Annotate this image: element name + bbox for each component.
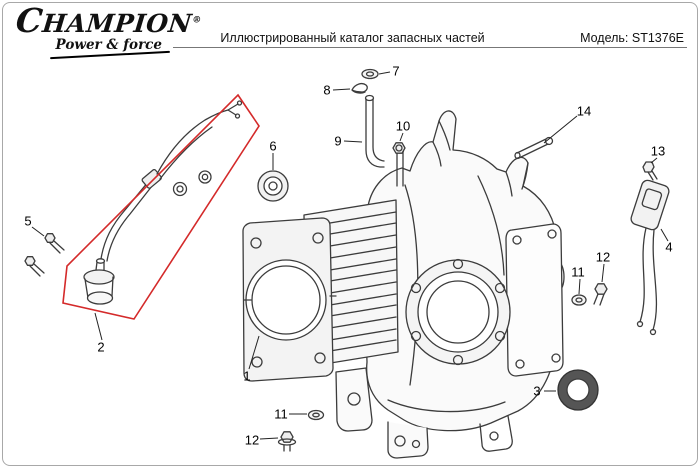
mounting-feet — [335, 367, 513, 459]
leader-line-13 — [650, 157, 658, 164]
ignition-coil — [630, 179, 670, 336]
part-callout-11[interactable]: 11 — [571, 264, 585, 280]
leader-line-14 — [543, 115, 578, 144]
bolt-12-right — [593, 283, 608, 306]
bearing — [257, 170, 289, 202]
part-callout-4[interactable]: 4 — [665, 239, 673, 255]
leader-line-9 — [343, 140, 363, 143]
leader-line-4 — [660, 228, 669, 242]
washer-11-bottom — [307, 409, 325, 421]
highlight-outline — [62, 93, 260, 320]
leader-line-11 — [578, 278, 581, 295]
part-callout-5[interactable]: 5 — [24, 213, 32, 229]
part-callout-1[interactable]: 1 — [243, 368, 251, 384]
part-callout-6[interactable]: 6 — [269, 138, 277, 154]
oil-tube — [364, 94, 385, 168]
part-callout-13[interactable]: 13 — [650, 143, 666, 159]
crank-bore — [405, 258, 511, 366]
nut — [392, 142, 406, 154]
part-callout-12[interactable]: 12 — [595, 249, 611, 265]
model-label: Модель: ST1376E — [580, 31, 684, 45]
leader-line-12 — [259, 437, 279, 440]
champion-logo: CHAMPION® Power & force — [14, 1, 202, 59]
leader-lines — [31, 71, 669, 440]
washer-11-right — [571, 294, 587, 306]
leader-line-10 — [399, 132, 404, 142]
clip-pin — [351, 83, 368, 94]
part-callout-2[interactable]: 2 — [97, 339, 105, 355]
part-callout-14[interactable]: 14 — [576, 103, 592, 119]
leader-line-2 — [94, 312, 103, 341]
leader-line-1 — [248, 335, 260, 370]
leader-line-8 — [332, 88, 351, 91]
part-callout-10[interactable]: 10 — [395, 118, 411, 134]
part-callout-11[interactable]: 11 — [274, 406, 288, 422]
logo-tagline: Power & force — [55, 36, 162, 53]
oil-seal — [557, 369, 599, 411]
front-plate — [242, 217, 337, 382]
oil-sensor-assembly — [83, 100, 243, 305]
part-callout-9[interactable]: 9 — [334, 133, 342, 149]
part-callout-7[interactable]: 7 — [392, 63, 400, 79]
part-callout-3[interactable]: 3 — [533, 383, 541, 399]
header-divider — [173, 47, 687, 48]
bolt-12-bottom — [277, 431, 297, 452]
engine-drawing — [24, 68, 670, 459]
screw-13 — [642, 161, 658, 181]
page-title: Иллюстрированный каталог запасных частей — [220, 31, 485, 45]
side-cover-gasket — [505, 223, 564, 377]
leader-line-7 — [378, 71, 391, 75]
bolts-5 — [24, 233, 65, 277]
leader-line-5 — [31, 226, 45, 237]
pin-14 — [514, 136, 554, 160]
part-callout-8[interactable]: 8 — [323, 82, 331, 98]
washer-7 — [361, 68, 379, 80]
part-callout-12[interactable]: 12 — [244, 432, 260, 448]
leader-line-12 — [601, 263, 605, 283]
